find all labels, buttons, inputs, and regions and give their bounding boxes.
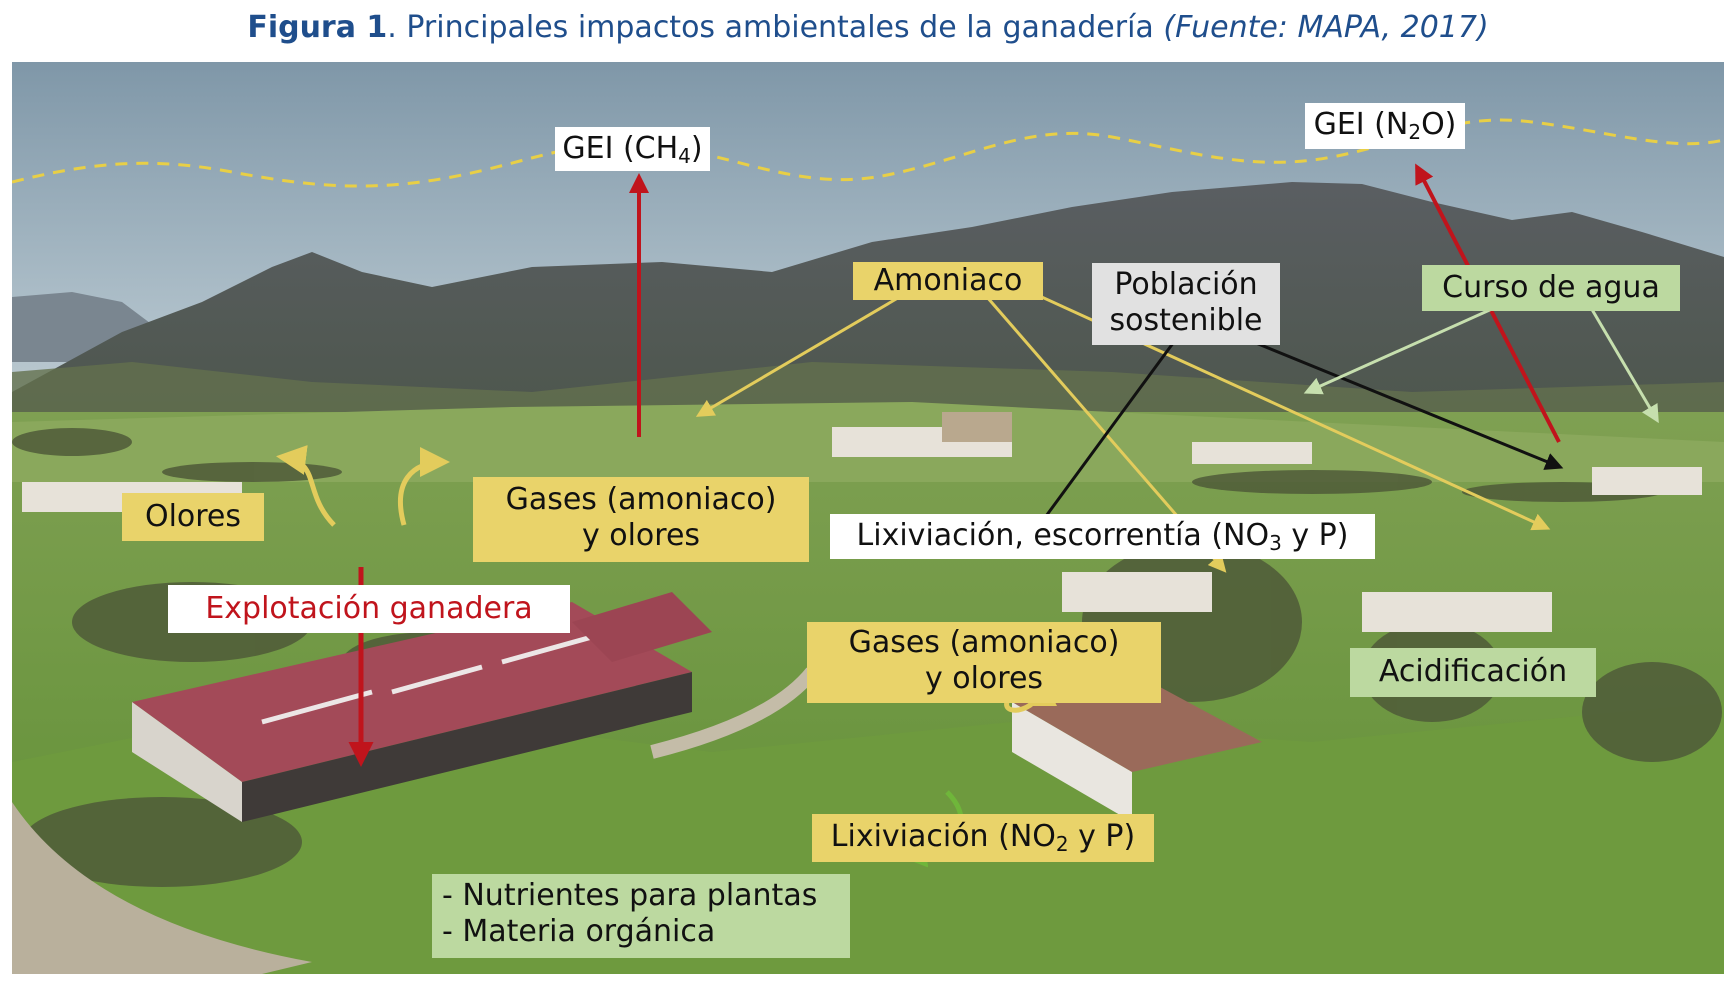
label-explotacion-ganadera: Explotación ganadera (168, 585, 570, 633)
label-poblacion-sostenible: Población sostenible (1092, 263, 1280, 345)
landscape-photo (12, 62, 1724, 974)
arrow-amoniaco-acidificacion (986, 270, 1551, 531)
arrow-gases-curve (398, 447, 450, 526)
atmosphere-dashed-line (12, 118, 1724, 188)
arrow-olores-curve (276, 445, 336, 527)
label-nutrientes: - Nutrientes para plantas - Materia orgá… (432, 874, 850, 958)
figure-title: . Principales impactos ambientales de la… (387, 10, 1164, 45)
arrow-poblacion-lixiviacion (1024, 319, 1192, 545)
label-gei-ch4: GEI (CH4) (555, 127, 710, 171)
figure-caption: Figura 1. Principales impactos ambiental… (0, 10, 1736, 45)
figure-source: (Fuente: MAPA, 2017) (1163, 10, 1489, 45)
label-gases-top: Gases (amoniaco) y olores (473, 477, 809, 562)
label-lixiviacion-escorrentia: Lixiviación, escorrentía (NO3 y P) (830, 514, 1375, 559)
label-olores: Olores (122, 493, 264, 541)
label-acidificacion: Acidificación (1350, 648, 1596, 697)
label-amoniaco: Amoniaco (853, 262, 1043, 300)
label-gei-n2o: GEI (N2O) (1305, 103, 1465, 149)
label-curso-agua: Curso de agua (1422, 265, 1680, 311)
figure-number: Figura 1 (247, 10, 388, 45)
label-gases-mid: Gases (amoniaco) y olores (807, 622, 1161, 703)
label-lixiviacion-no2: Lixiviación (NO2 y P) (812, 814, 1154, 862)
